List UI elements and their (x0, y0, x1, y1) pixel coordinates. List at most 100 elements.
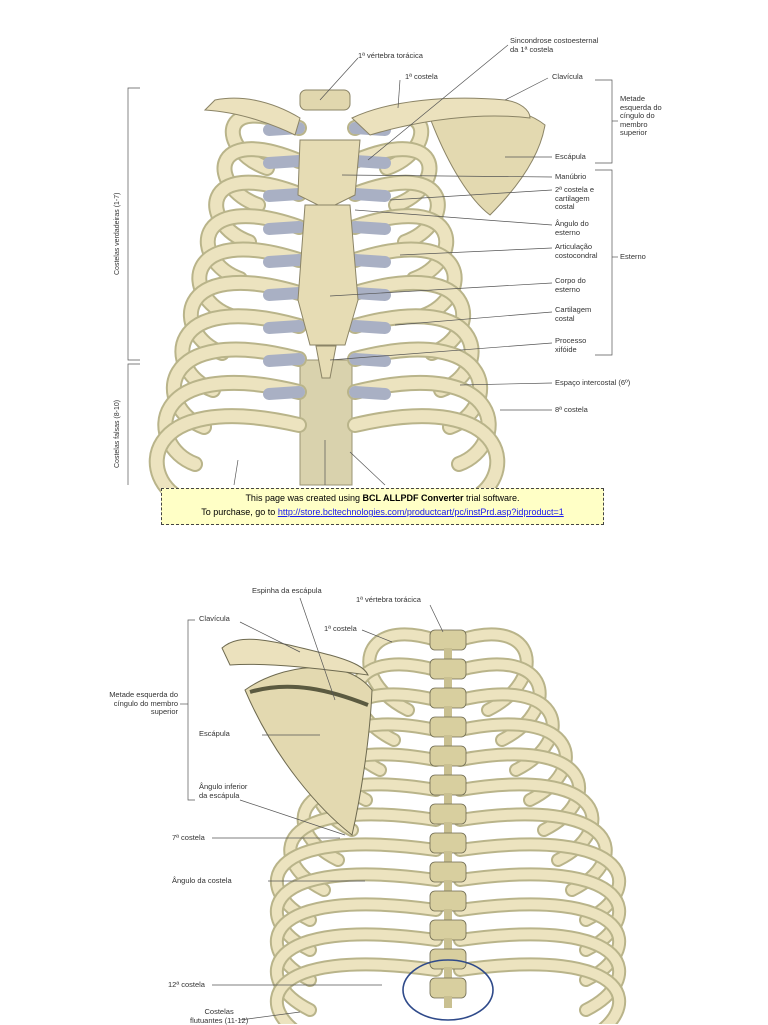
rib-posterior (271, 929, 441, 1015)
label-shoulder-girdle: Metade esquerda do cíngulo do membro sup… (620, 94, 662, 137)
vertebra (429, 861, 467, 883)
label-rib1-posterior: 1ª costela (324, 624, 357, 633)
label-true-ribs: Costelas verdadeiras (1-7) (114, 192, 121, 275)
rib-anterior (349, 143, 436, 211)
rib-anterior (349, 376, 495, 470)
rib-cage-posterior-view (221, 627, 627, 1024)
label-sternum-body: Corpo do esterno (555, 276, 586, 294)
vertebra (429, 658, 467, 680)
label-clavicle: Clavícula (552, 72, 583, 81)
spinous-process (444, 735, 452, 747)
banner-product: BCL ALLPDF Converter (362, 493, 464, 503)
costal-cartilage (263, 155, 305, 169)
rib-anterior (349, 210, 453, 285)
costal-cartilage (263, 221, 305, 235)
rib-cage-anterior-view (148, 89, 546, 509)
costal-cartilage (263, 386, 305, 400)
rib-posterior (271, 839, 441, 925)
spinous-process (444, 938, 452, 950)
rib-posterior (455, 839, 625, 925)
label-false-ribs: Costelas falsas (8-10) (114, 399, 121, 468)
label-sternal-angle: Ângulo do esterno (555, 219, 589, 237)
vertebra (429, 919, 467, 941)
spinous-process (444, 851, 452, 863)
scapula-shape (429, 106, 546, 216)
manubrium-shape (297, 139, 361, 206)
label-rib8: 8ª costela (555, 405, 588, 414)
rib-anterior (349, 276, 469, 359)
costal-cartilage (263, 353, 305, 367)
rib-anterior (349, 243, 461, 322)
label-costochondral-joint: Articulação costocondral (555, 242, 598, 260)
label-floating-ribs: Costelas flutuantes (11-12) (190, 1007, 249, 1025)
label-intercostal-space: Espaço intercostal (6º) (555, 378, 631, 387)
highlight-circle (402, 959, 494, 1021)
banner-purchase-text: To purchase, go to (201, 507, 278, 517)
spinous-process (444, 677, 452, 689)
costal-cartilage (263, 254, 305, 268)
costal-cartilage (263, 320, 305, 334)
spinous-process (444, 793, 452, 805)
spinous-process (444, 880, 452, 892)
spinous-process (444, 909, 452, 921)
banner-line1: This page was created using BCL ALLPDF C… (162, 493, 603, 503)
costal-cartilage (263, 188, 305, 202)
label-manubrium: Manúbrio (555, 172, 587, 181)
vertebra (429, 803, 467, 825)
label-rib2-cartilage: 2ª costela e cartilagem costal (555, 185, 595, 211)
rib-anterior (193, 243, 305, 322)
rib-anterior (201, 210, 305, 285)
vertebra (429, 745, 467, 767)
rib-anterior (159, 376, 305, 470)
label-clavicle-posterior: Clavícula (199, 614, 230, 623)
label-rib12: 12ª costela (168, 980, 205, 989)
costal-cartilage (349, 221, 391, 235)
rib-posterior (271, 869, 441, 955)
spinous-process (444, 822, 452, 834)
vertebra (429, 977, 467, 999)
costal-cartilage (349, 254, 391, 268)
costal-cartilage (349, 320, 391, 334)
vertebra (429, 890, 467, 912)
costal-cartilage (349, 386, 391, 400)
costal-cartilage (349, 188, 391, 202)
spine-lower (299, 359, 353, 486)
purchase-link[interactable]: http://store.bcltechnologies.com/product… (277, 507, 564, 517)
banner-line2: To purchase, go to http://store.bcltechn… (162, 507, 603, 517)
banner-suffix: trial software. (463, 493, 520, 503)
label-inferior-angle: Ângulo inferior da escápula (199, 782, 248, 800)
vertebral-column (429, 629, 467, 1008)
label-costal-cartilage: Cartilagem costal (555, 305, 592, 323)
xiphoid-shape (315, 345, 337, 379)
rib-anterior (218, 143, 305, 211)
label-synchondrosis: Sincondrose costoesternal da 1ª costela (510, 36, 599, 54)
scapular-spine-shape (249, 684, 369, 707)
rib-posterior (271, 959, 441, 1024)
spinous-process (444, 996, 452, 1008)
spinous-process (444, 706, 452, 718)
rib-posterior (455, 869, 625, 955)
label-rib7: 7ª costela (172, 833, 205, 842)
clavicle-shape (351, 97, 531, 136)
banner-prefix: This page was created using (245, 493, 363, 503)
leader-lines-bottom (180, 597, 444, 1021)
label-scapular-spine: Espinha da escápula (252, 586, 322, 595)
spinous-process (444, 764, 452, 776)
vertebra (429, 629, 467, 651)
rib-anterior (210, 176, 305, 248)
label-rib1: 1ª costela (405, 72, 438, 81)
rib-posterior (271, 899, 441, 985)
vertebra (429, 687, 467, 709)
costal-cartilage (349, 353, 391, 367)
label-scapula-posterior: Escápula (199, 729, 230, 738)
clavicle-posterior-shape (221, 638, 369, 676)
spinous-process (444, 648, 452, 660)
costal-cartilage (349, 155, 391, 169)
costal-cartilage (263, 287, 305, 301)
label-scapula: Escápula (555, 152, 586, 161)
leader-lines-top (127, 44, 618, 486)
label-shoulder-girdle-posterior: Metade esquerda do cíngulo do membro sup… (109, 690, 178, 716)
sternum-body-shape (297, 204, 359, 346)
spinous-process (444, 967, 452, 979)
